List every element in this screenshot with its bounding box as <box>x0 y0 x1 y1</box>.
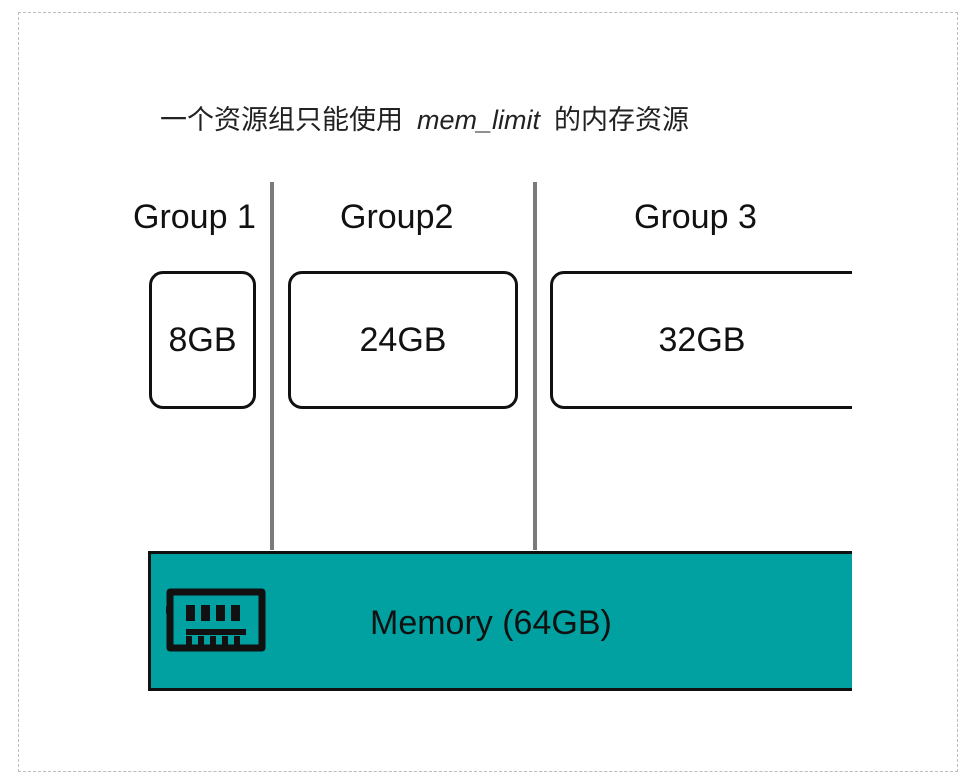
crop-edge <box>852 260 962 700</box>
memory-label: Memory (64GB) <box>370 604 612 642</box>
group-1-memory-value: 8GB <box>168 320 237 359</box>
group-2-memory-box: 24GB <box>288 271 518 409</box>
caption-prefix: 一个资源组只能使用 <box>160 105 403 135</box>
group-3-memory-value: 32GB <box>658 320 746 359</box>
group-3-label: Group 3 <box>634 198 757 236</box>
memory-bar <box>148 551 868 691</box>
group-divider-2 <box>533 182 537 550</box>
group-2-memory-value: 24GB <box>359 320 447 359</box>
caption-code: mem_limit <box>417 105 541 135</box>
group-1-memory-box: 8GB <box>149 271 256 409</box>
diagram-frame-overlay <box>18 12 958 772</box>
group-1-label: Group 1 <box>133 198 256 236</box>
caption-suffix: 的内存资源 <box>554 105 690 135</box>
ram-chip-icon <box>166 588 266 652</box>
group-3-memory-box: 32GB <box>550 271 870 409</box>
group-2-label: Group2 <box>340 198 454 236</box>
caption: 一个资源组只能使用 mem_limit 的内存资源 <box>160 98 689 137</box>
group-divider-1 <box>270 182 274 550</box>
